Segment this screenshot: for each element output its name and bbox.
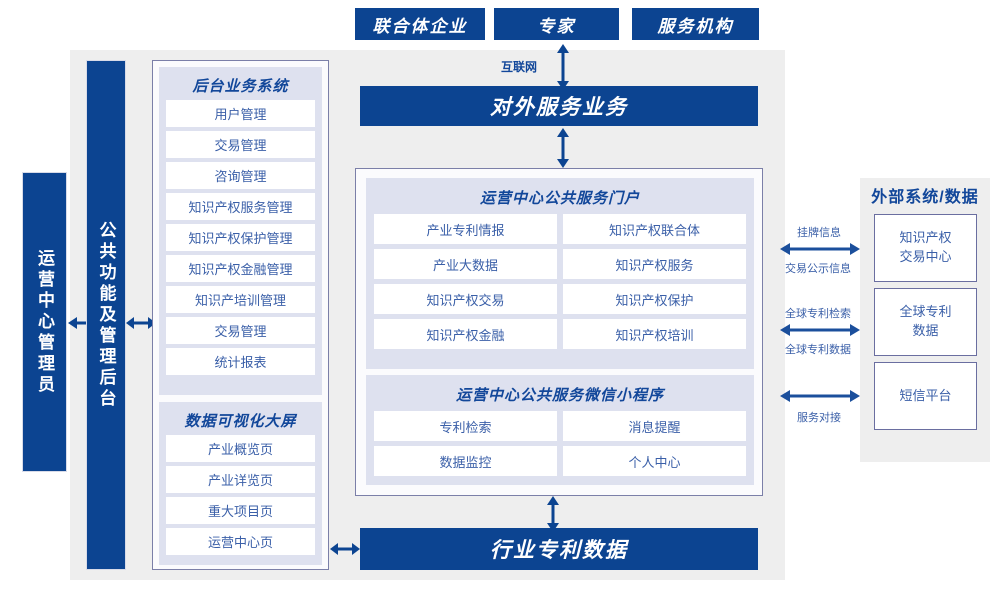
admin-item[interactable]: 统计报表 [166,348,315,375]
external-system-global-patent-data: 全球专利 数据 [874,288,977,356]
actor-box-1: 联合体企业 [355,8,485,40]
portal-item[interactable]: 产业专利情报 [374,214,557,244]
actor-label: 服务机构 [657,16,734,36]
role-label: 运营中心管理员 [35,248,54,396]
admin-group-title: 数据可视化大屏 [184,412,297,430]
admin-group-backend: 后台业务系统 用户管理 交易管理 咨询管理 知识产权服务管理 知识产权保护管理 … [159,67,322,395]
external-link-label-below: 交易公示信息 [785,263,851,275]
actor-label: 联合体企业 [372,16,468,36]
external-systems-title: 外部系统/数据 [871,189,979,206]
portal-group-title: 运营中心公共服务微信小程序 [455,386,664,404]
admin-panel: 后台业务系统 用户管理 交易管理 咨询管理 知识产权服务管理 知识产权保护管理 … [152,60,329,570]
portal-item[interactable]: 知识产权联合体 [563,214,746,244]
portal-group-title: 运营中心公共服务门户 [479,189,640,207]
admin-item[interactable]: 交易管理 [166,317,315,344]
arrow-external-sms [780,390,860,402]
portal-item[interactable]: 知识产权培训 [563,319,746,349]
admin-item[interactable]: 知识产权保护管理 [166,224,315,251]
portal-item[interactable]: 知识产权交易 [374,284,557,314]
external-system-line2: 交易中心 [899,249,952,264]
portal-item[interactable]: 数据监控 [374,446,557,476]
actor-box-2: 专家 [494,8,619,40]
role-bar-common-admin: 公共功能及管理后台 [86,60,126,570]
admin-group-title: 后台业务系统 [192,77,289,95]
industry-patent-data-label: 行业专利数据 [490,539,628,562]
portal-item[interactable]: 消息提醒 [563,411,746,441]
portal-panel: 运营中心公共服务门户 产业专利情报 知识产权联合体 产业大数据 知识产权服务 知… [355,168,763,496]
portal-item[interactable]: 知识产权服务 [563,249,746,279]
admin-item[interactable]: 运营中心页 [166,528,315,555]
admin-item[interactable]: 咨询管理 [166,162,315,189]
external-system-ip-exchange: 知识产权 交易中心 [874,214,977,282]
admin-item[interactable]: 知识产培训管理 [166,286,315,313]
external-link-label-above: 全球专利检索 [785,308,851,320]
external-link-label-above: 挂牌信息 [797,227,841,239]
portal-group-miniprogram: 运营中心公共服务微信小程序 专利检索 消息提醒 数据监控 个人中心 [366,375,754,485]
portal-item[interactable]: 知识产权金融 [374,319,557,349]
role-label: 公共功能及管理后台 [96,220,116,410]
external-system-line1: 短信平台 [899,387,952,403]
external-link-label-below: 服务对接 [797,412,841,424]
arrow-external-global-patent [780,324,860,336]
portal-item[interactable]: 知识产权保护 [563,284,746,314]
internet-label: 互联网 [500,60,537,74]
portal-item[interactable]: 产业大数据 [374,249,557,279]
admin-item[interactable]: 产业概览页 [166,435,315,462]
industry-patent-data-bar: 行业专利数据 [360,528,758,570]
arrow-internet-vertical [557,44,569,90]
admin-group-dashboard: 数据可视化大屏 产业概览页 产业详览页 重大项目页 运营中心页 [159,402,322,565]
external-system-sms-platform: 短信平台 [874,362,977,430]
arrow-portal-to-industry-data [547,496,559,532]
admin-item[interactable]: 交易管理 [166,131,315,158]
admin-item[interactable]: 重大项目页 [166,497,315,524]
admin-item[interactable]: 知识产权服务管理 [166,193,315,220]
admin-item[interactable]: 用户管理 [166,100,315,127]
arrow-panel-to-industry-data [330,543,360,555]
role-bar-operator: 运营中心管理员 [22,172,67,472]
external-service-label: 对外服务业务 [490,96,628,119]
external-system-line1: 全球专利 [899,304,952,320]
arrow-external-ip-exchange [780,243,860,255]
external-system-line2: 数据 [912,323,939,338]
arrow-service-to-portal [557,128,569,168]
external-system-line1: 知识产权 [899,230,952,246]
portal-item[interactable]: 个人中心 [563,446,746,476]
actor-box-3: 服务机构 [632,8,759,40]
admin-item[interactable]: 知识产权金融管理 [166,255,315,282]
admin-item[interactable]: 产业详览页 [166,466,315,493]
external-link-label-below: 全球专利数据 [785,344,851,356]
portal-group-service: 运营中心公共服务门户 产业专利情报 知识产权联合体 产业大数据 知识产权服务 知… [366,178,754,369]
actor-label: 专家 [537,16,576,36]
external-service-bar: 对外服务业务 [360,86,758,126]
portal-item[interactable]: 专利检索 [374,411,557,441]
